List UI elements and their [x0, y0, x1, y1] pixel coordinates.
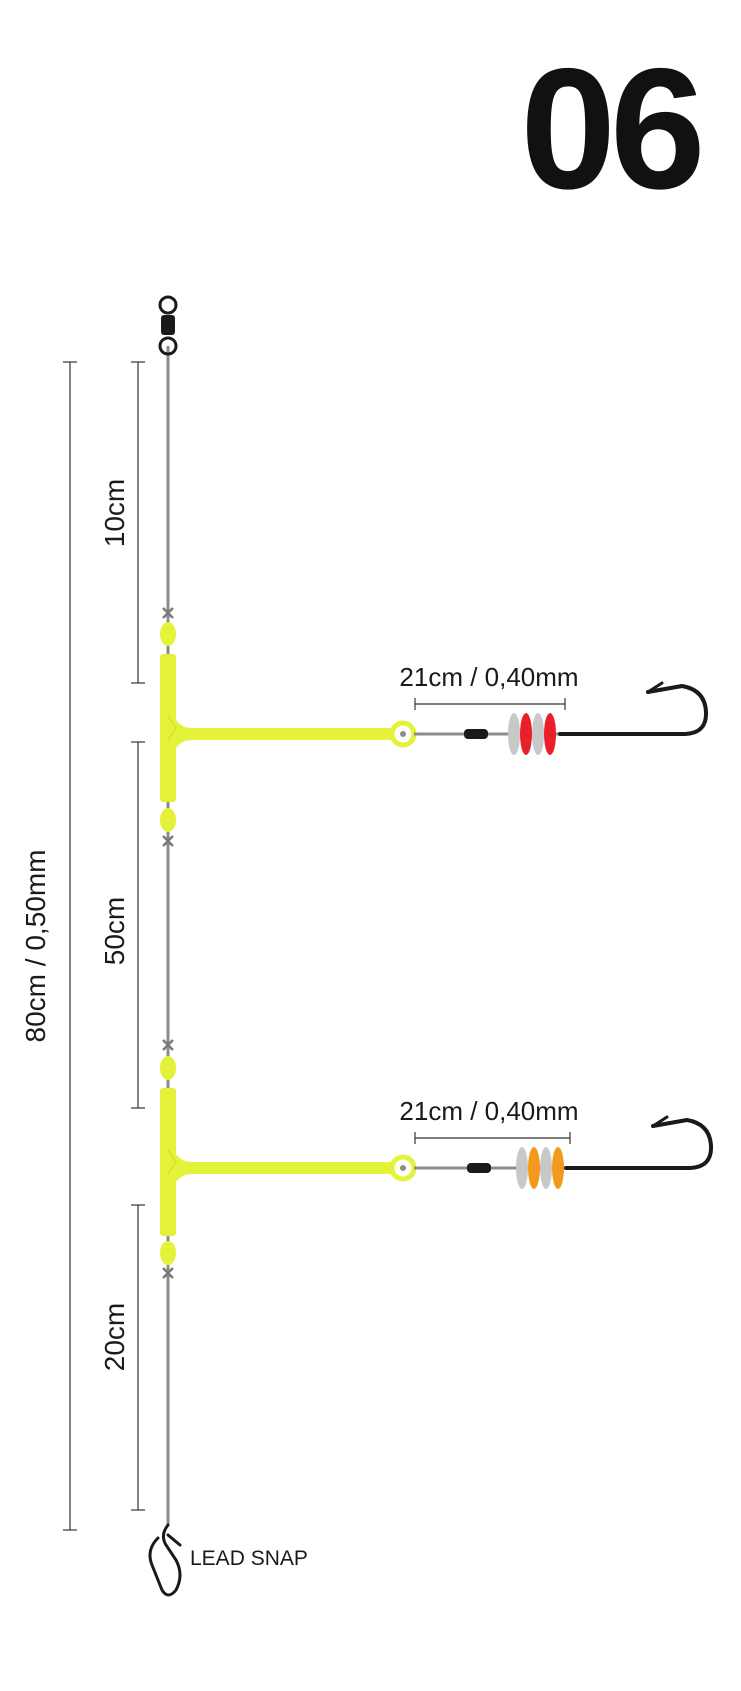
dropper-1-dimension: 21cm / 0,40mm [399, 662, 579, 710]
hook-icon [564, 1115, 714, 1170]
attractor-bead [540, 1147, 552, 1189]
dropper-2-label: 21cm / 0,40mm [399, 1096, 578, 1126]
attractor-bead [508, 713, 520, 755]
middle-segment-label: 50cm [99, 897, 130, 965]
attractor-bead [532, 713, 544, 755]
lead-snap-label: LEAD SNAP [190, 1547, 308, 1570]
stop-markers [162, 607, 174, 1279]
swivel-icon [158, 295, 178, 356]
stop-marker [162, 1267, 174, 1279]
attractor-bead [552, 1147, 564, 1189]
dropper-1: 21cm / 0,40mm [160, 622, 709, 832]
stop-marker [162, 1039, 174, 1051]
bead [160, 1241, 176, 1265]
attractor-bead [520, 713, 532, 755]
top-segment-dimension [131, 361, 145, 684]
dropper-2: 21cm / 0,40mm [160, 1056, 714, 1265]
bottom-segment-label: 20cm [99, 1303, 130, 1371]
rig-number: 06 [520, 33, 700, 225]
main-line-dimension [63, 361, 77, 1531]
top-segment-label: 10cm [99, 479, 130, 547]
dropper-2-dimension: 21cm / 0,40mm [399, 1096, 579, 1144]
bead [160, 1056, 176, 1080]
bottom-segment-dimension [131, 1204, 145, 1511]
bead [160, 622, 176, 646]
attractor-bead [516, 1147, 528, 1189]
crimp-icon [464, 729, 488, 739]
attractor-bead [528, 1147, 540, 1189]
lead-snap-icon [148, 1523, 182, 1597]
main-line-label: 80cm / 0,50mm [20, 850, 51, 1043]
stop-marker [162, 835, 174, 847]
crimp-icon [467, 1163, 491, 1173]
hook-icon [558, 681, 709, 736]
attractor-bead [544, 713, 556, 755]
middle-segment-dimension [131, 741, 145, 1109]
dropper-1-label: 21cm / 0,40mm [399, 662, 578, 692]
stop-marker [162, 607, 174, 619]
bead [160, 808, 176, 832]
